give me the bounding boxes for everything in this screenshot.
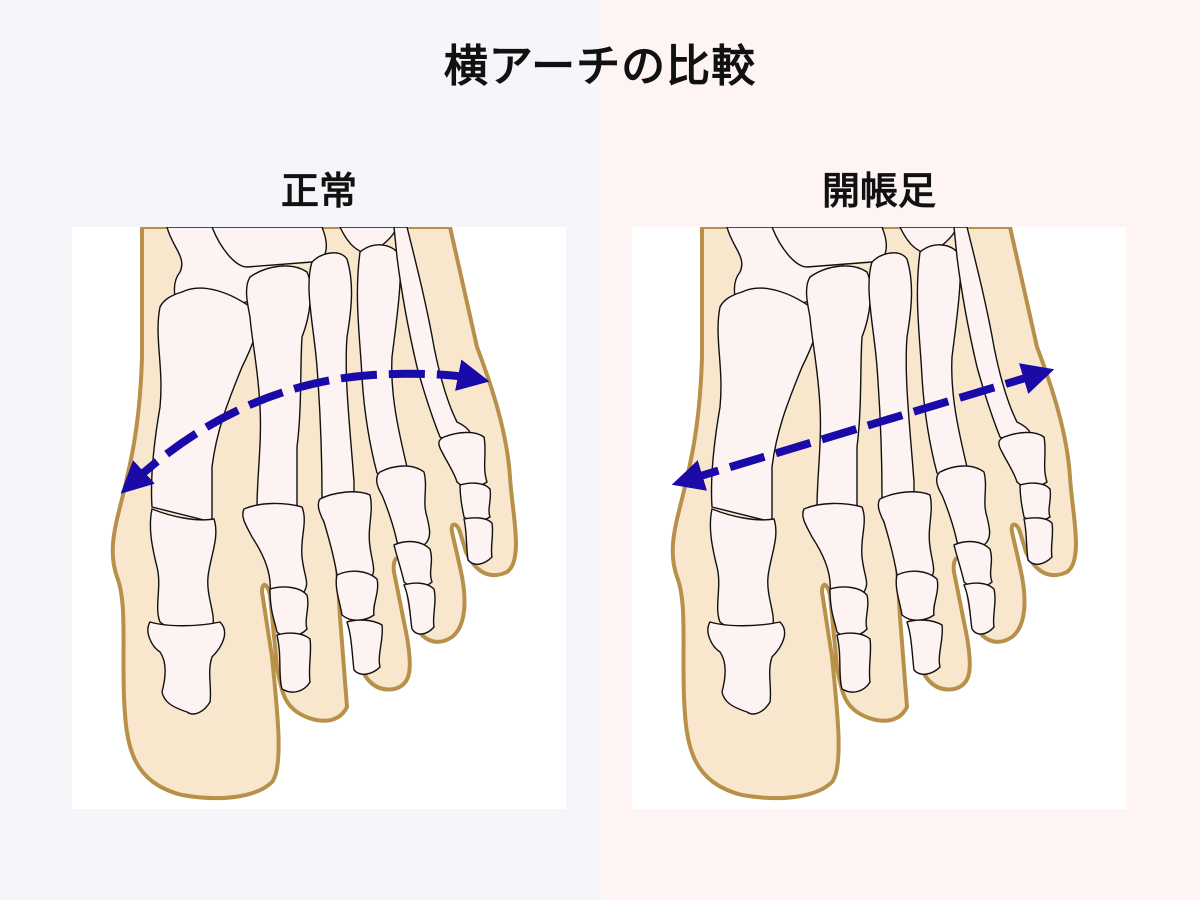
page-title: 横アーチの比較 [443,41,757,92]
foot-illustration-normal [110,227,518,801]
panel-label-normal: 正常 [280,169,357,213]
foot-figure-normal [72,227,566,809]
panel-label-splay-foot: 開帳足 [821,169,936,213]
foot-figure-splay-foot [632,227,1126,809]
foot-illustration-splay-foot [670,227,1078,801]
transverse-arch-arrow-straight [671,363,1055,491]
transverse-arch-arrow-curved [120,359,490,494]
